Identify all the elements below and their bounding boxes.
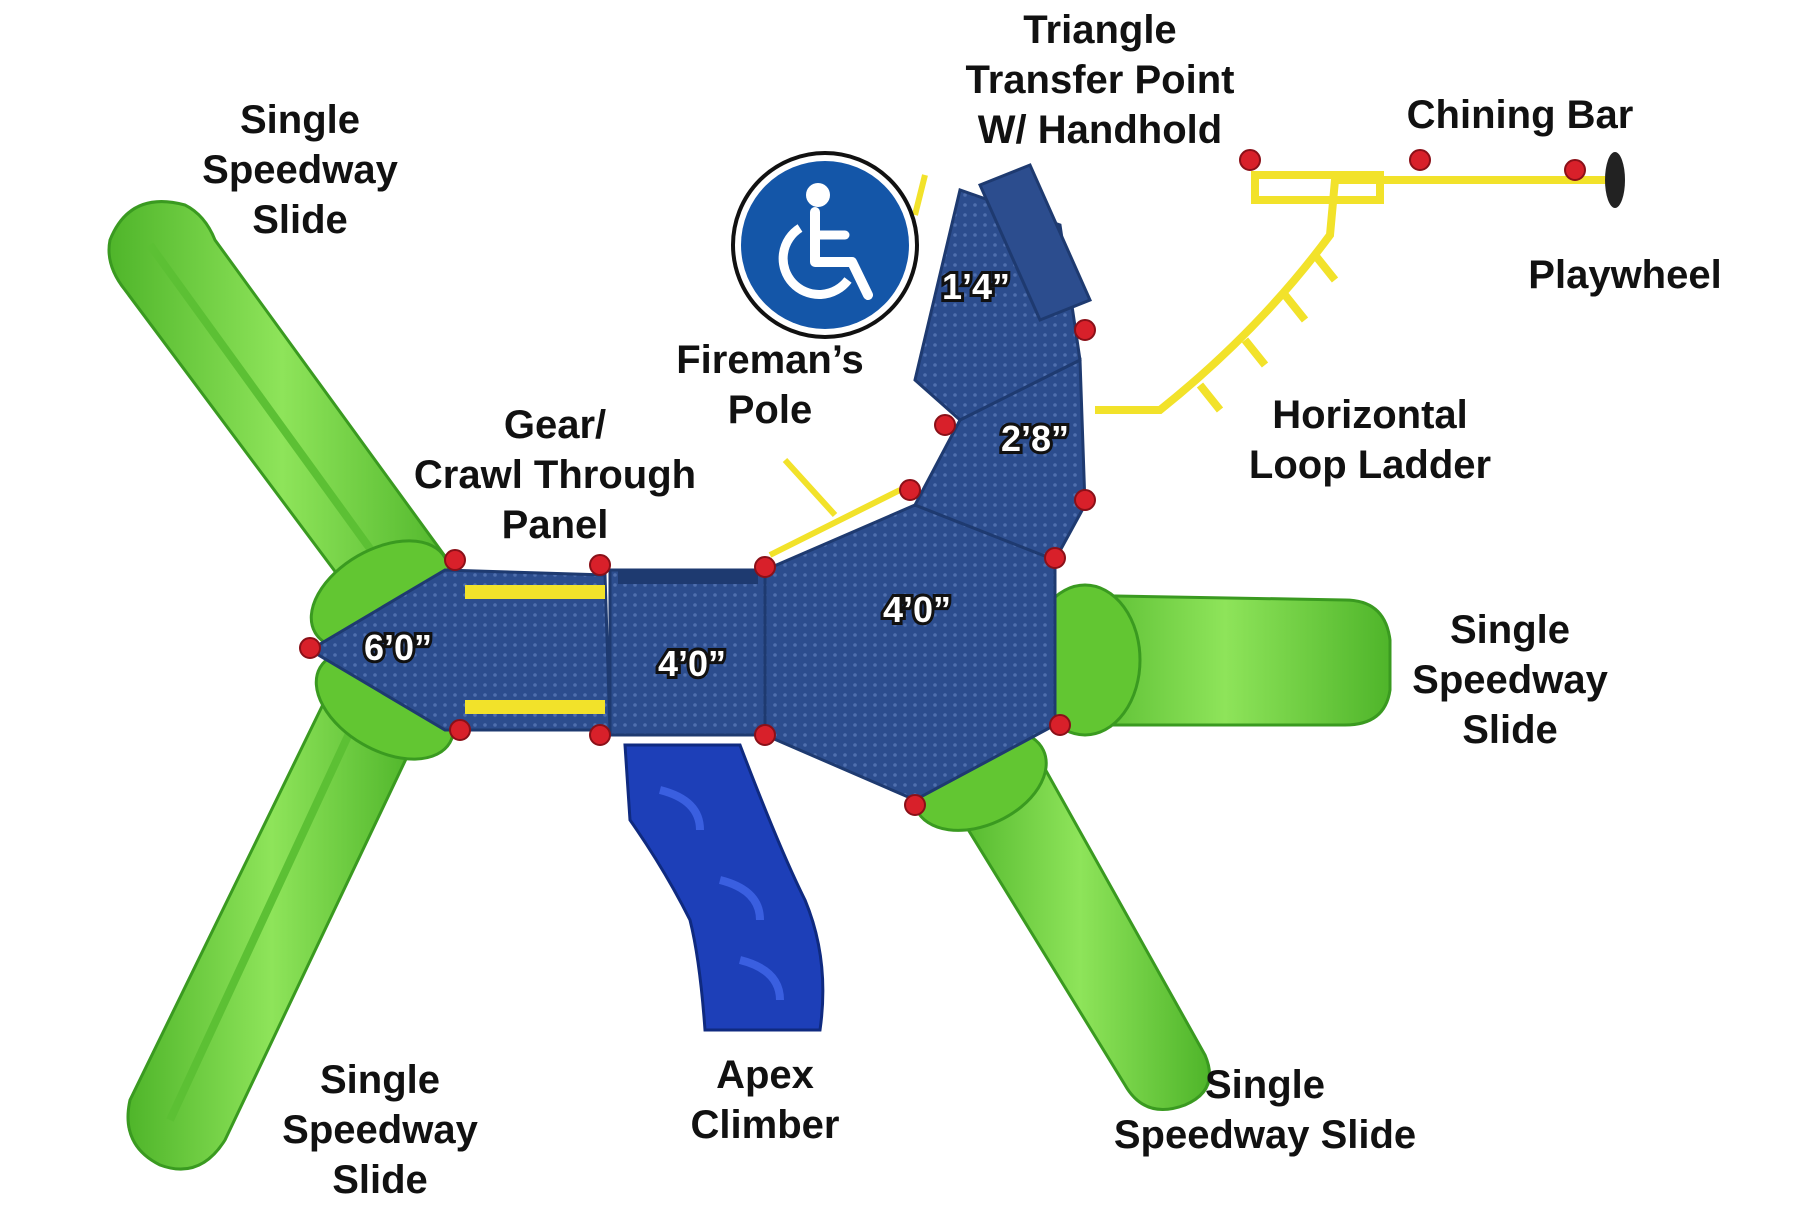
playwheel — [1605, 152, 1625, 208]
height-label-deck-left: 6’0” — [364, 627, 432, 668]
rail-pole — [768, 174, 928, 558]
apex-climber — [623, 743, 825, 1032]
posts — [299, 149, 1586, 816]
height-label-step-upper: 1’4” — [942, 266, 1010, 307]
label-playwheel: Playwheel — [1528, 253, 1722, 297]
horizontal-loop-ladder — [1095, 171, 1620, 414]
wheelchair-icon — [731, 151, 919, 339]
deck-left — [307, 568, 612, 732]
height-label-deck-center: 4’0” — [658, 643, 726, 684]
step-deck-lower — [912, 357, 1087, 562]
slide-right — [1028, 583, 1392, 737]
deck-center — [608, 568, 767, 737]
step-deck-upper — [913, 163, 1093, 422]
label-chining-bar: Chining Bar — [1406, 93, 1634, 137]
height-label-step-lower: 2’8” — [1001, 418, 1069, 459]
height-label-deck-right: 4’0” — [883, 589, 951, 630]
